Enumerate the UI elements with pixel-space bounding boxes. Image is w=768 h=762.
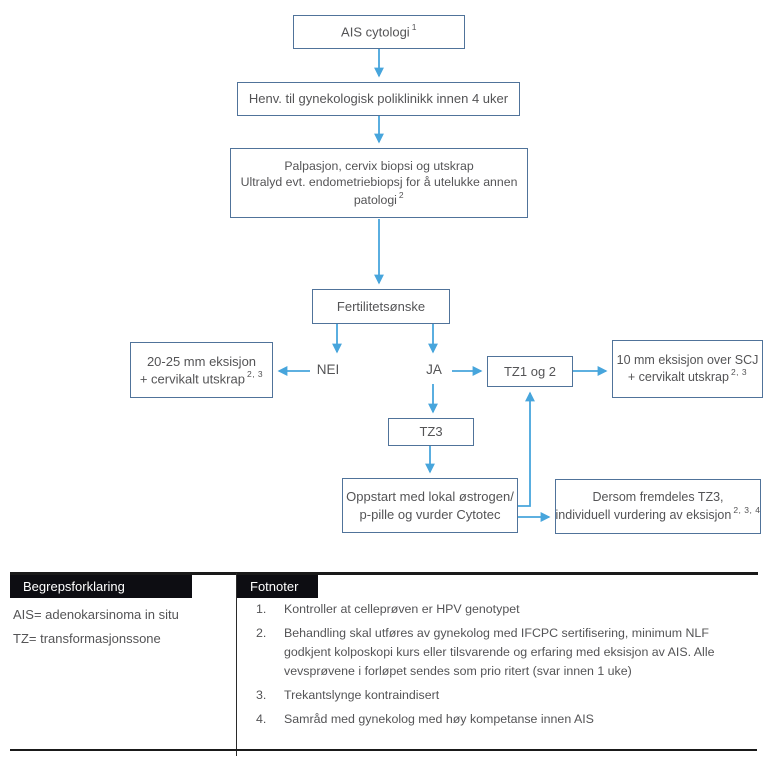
footnotes-header: Fotnoter [237,575,318,598]
node-line: 10 mm eksisjon over SCJ [616,352,759,367]
legend-item-ais: AIS= adenokarsinoma in situ [13,607,179,622]
legend-header: Begrepsforklaring [10,575,192,598]
node-line: Dersom fremdeles TZ3, [592,490,724,505]
footnote-number: 4. [256,712,267,726]
footnote-text: Behandling skal utføres av gynekolog med… [284,626,715,678]
footnote-ref: 2 [398,189,405,200]
node-eksisjon-10: 10 mm eksisjon over SCJ + cervikalt utsk… [612,340,763,398]
node-label: Fertilitetsønske [336,298,426,314]
footnote-item: 3. Trekantslynge kontraindisert [256,686,742,705]
node-henvisning: Henv. til gynekologisk poliklinikk innen… [237,82,520,116]
node-line: 20-25 mm eksisjon [146,353,257,369]
top-rule [10,572,758,575]
bottom-rule [10,749,757,751]
connector-oppstart-to-tz12 [518,391,535,507]
node-palpasjon: Palpasjon, cervix biopsi og utskrap Ultr… [230,148,528,218]
node-line: Ultralyd evt. endometriebiopsj for å ute… [240,175,518,190]
footnote-text: Trekantslynge kontraindisert [284,688,440,702]
branch-label-ja: JA [426,362,442,377]
footnote-number: 3. [256,688,267,702]
node-label: TZ1 og 2 [503,363,557,379]
footnote-number: 2. [256,626,267,640]
node-oppstart: Oppstart med lokal østrogen/ p-pille og … [342,478,518,533]
footnote-ref: 2, 3 [730,367,748,378]
node-tz1-og-2: TZ1 og 2 [487,356,573,387]
footnote-ref: 1 [411,22,417,33]
node-label: TZ3 [419,424,443,440]
branch-label-nei: NEI [316,362,340,377]
footnote-text: Samråd med gynekolog med høy kompetanse … [284,712,594,726]
node-line: p-pille og vurder Cytotec [359,506,501,522]
node-tz3: TZ3 [388,418,474,446]
footnote-item: 1. Kontroller at celleprøven er HPV geno… [256,600,742,619]
footnote-ref: 2, 3 [246,368,264,379]
legend-item-tz: TZ= transformasjonssone [13,631,161,646]
node-fertilitetsonske: Fertilitetsønske [312,289,450,324]
node-label: Henv. til gynekologisk poliklinikk innen… [248,91,509,107]
footnotes-list: 1. Kontroller at celleprøven er HPV geno… [256,600,742,734]
node-dersom-tz3: Dersom fremdeles TZ3, individuell vurder… [555,479,761,534]
footnote-number: 1. [256,602,267,616]
node-line: Oppstart med lokal østrogen/ [346,489,514,505]
legend-items: AIS= adenokarsinoma in situ TZ= transfor… [13,603,179,651]
footnote-item: 2. Behandling skal utføres av gynekolog … [256,624,742,681]
column-divider [236,573,237,756]
footnote-ref: 2, 3, 4 [733,504,761,515]
footnote-item: 4. Samråd med gynekolog med høy kompetan… [256,710,742,729]
node-line: Palpasjon, cervix biopsi og utskrap [284,159,474,174]
footnote-text: Kontroller at celleprøven er HPV genotyp… [284,602,520,616]
